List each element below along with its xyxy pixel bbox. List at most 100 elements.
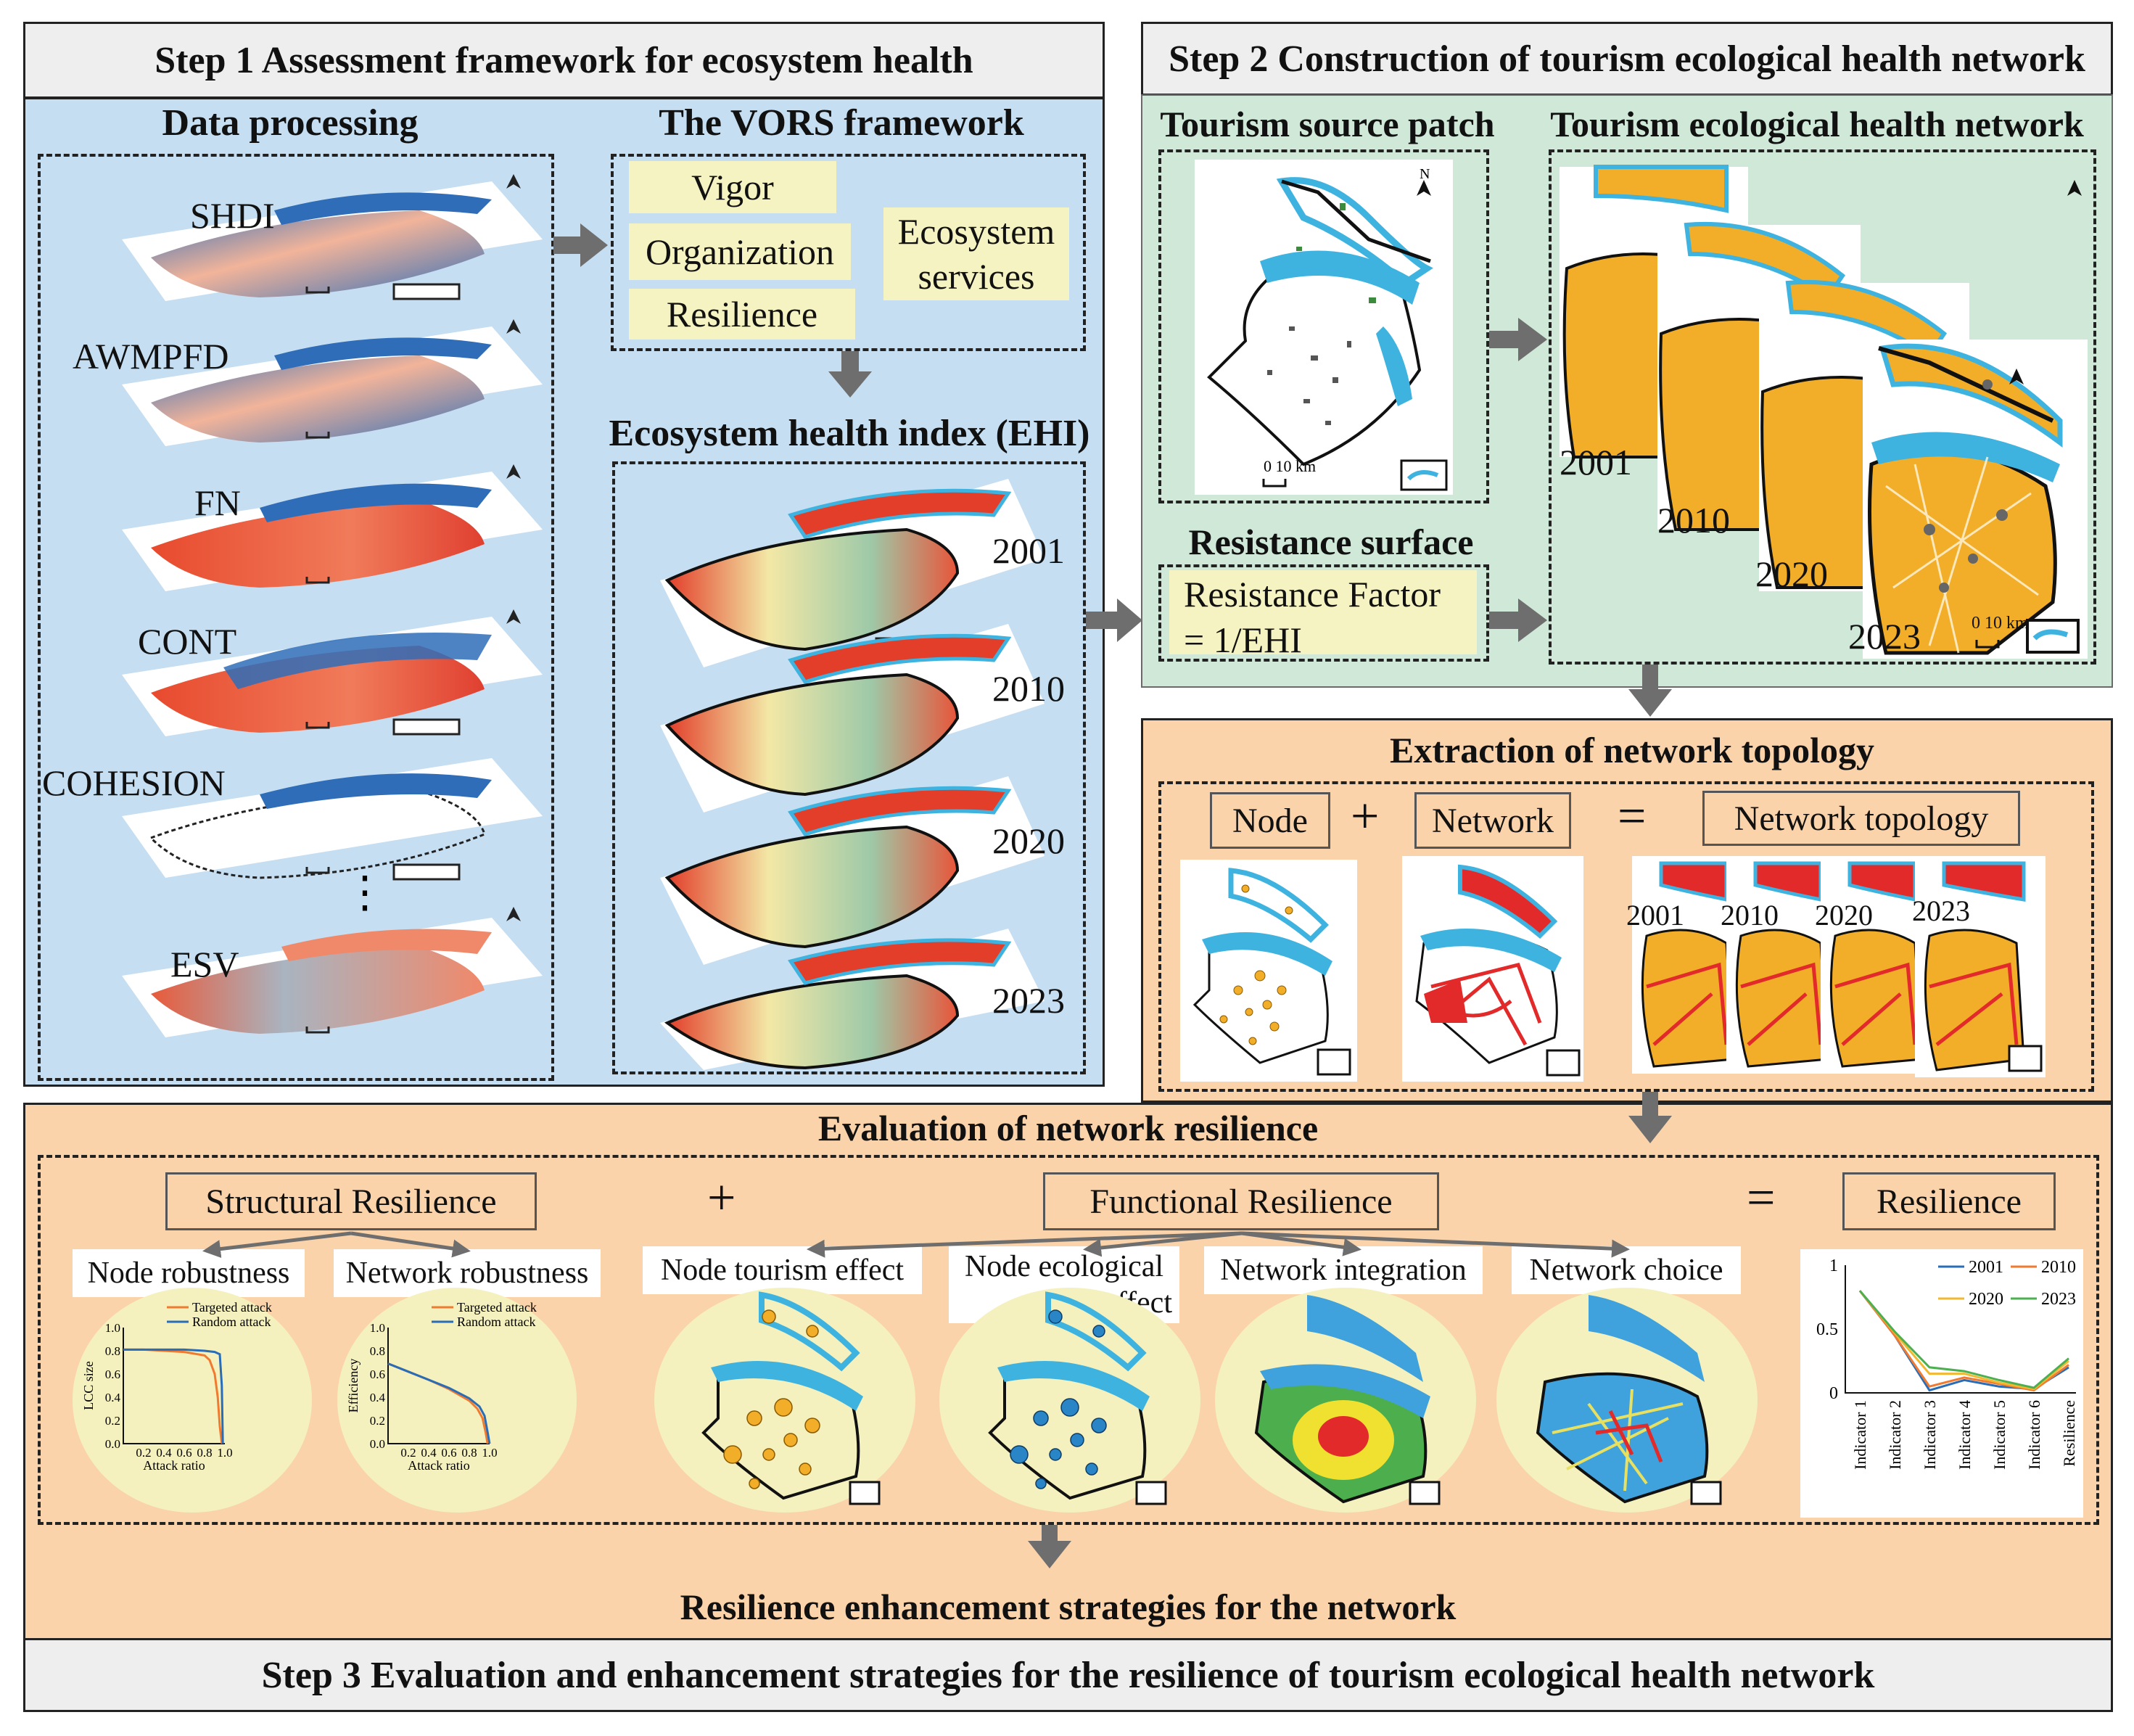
network-year-2010: 2010 <box>1657 500 1730 540</box>
x-tick-label: Indicator 3 <box>1921 1400 1939 1470</box>
topology-network-svg <box>1415 864 1581 1077</box>
x-axis-label: Attack ratio <box>143 1458 205 1473</box>
x-tick-label: Indicator 5 <box>1990 1400 2009 1470</box>
awmpfd-layer <box>122 326 543 446</box>
resistance-box <box>1158 564 1489 662</box>
network-choice-label: Network choice <box>1512 1246 1741 1294</box>
x-tick-label: Indicator 4 <box>1956 1400 1974 1470</box>
topology-year-2020: 2020 <box>1815 899 1873 931</box>
shdi-layer <box>122 181 543 301</box>
x-tick-label: 0.6 <box>176 1446 191 1460</box>
evaluation-title: Evaluation of network resilience <box>817 1108 1319 1148</box>
network-scale: 0 10 km <box>1972 614 2029 633</box>
node-ecological-line1: Node ecological <box>964 1249 1164 1283</box>
series-line <box>1858 1290 2069 1391</box>
source-patch-map: N 0 10 km <box>1207 166 1448 491</box>
split-arrows <box>202 1231 1630 1259</box>
resilience-box: Resilience <box>1842 1172 2056 1230</box>
ehi-year-2023: 2023 <box>992 980 1065 1021</box>
topology-plus: + <box>1351 789 1380 844</box>
layer-stack: ⋮ <box>122 174 543 1037</box>
x-tick-label: Indicator 6 <box>2025 1400 2043 1470</box>
source-patch-map-card: N 0 10 km <box>1195 160 1453 495</box>
topology-equals: = <box>1618 789 1647 844</box>
structural-resilience-box: Structural Resilience <box>165 1172 537 1230</box>
series-line <box>387 1362 489 1444</box>
network-year-2023: 2023 <box>1848 616 1921 657</box>
step1-title: Step 1 Assessment framework for ecosyste… <box>155 39 973 81</box>
vors-organization: Organization <box>629 223 851 280</box>
legend-label: 2020 <box>1969 1290 2003 1309</box>
cohesion-layer <box>122 758 543 879</box>
topology-result-box: Network topology <box>1702 791 2020 846</box>
x-tick-label: Indicator 2 <box>1886 1400 1904 1470</box>
x-tick-label: Indicator 1 <box>1851 1400 1869 1470</box>
ehi-map-2020 <box>660 776 1045 965</box>
vors-ecosystem-services: Ecosystem services <box>883 207 1069 300</box>
network-year-2001: 2001 <box>1560 442 1632 482</box>
series-line <box>1858 1290 2069 1392</box>
topology-map-2023 <box>1915 856 2046 1077</box>
x-tick-label: 0.2 <box>400 1446 416 1460</box>
step1-header: Step 1 Assessment framework for ecosyste… <box>23 22 1105 99</box>
series-line <box>123 1348 223 1444</box>
step3-equals: = <box>1747 1170 1776 1226</box>
network-year-2020: 2020 <box>1755 554 1828 594</box>
x-tick-label: 0.8 <box>197 1446 212 1460</box>
ehi-year-2010: 2010 <box>992 668 1065 709</box>
cont-layer <box>122 617 543 736</box>
series-line <box>1858 1290 2069 1389</box>
node-ecological-map <box>988 1291 1167 1505</box>
y-tick-label: 1.0 <box>105 1321 120 1335</box>
source-patch-box <box>1158 149 1489 503</box>
legend-label: 2023 <box>2041 1290 2076 1309</box>
vors-box <box>611 154 1086 351</box>
topology-title: Extraction of network topology <box>1390 730 1874 770</box>
network-stack <box>1560 165 2088 659</box>
layer-label-esv: ESV <box>170 944 239 984</box>
y-tick-label: 0.6 <box>105 1367 120 1381</box>
fn-layer <box>122 472 543 591</box>
network-map-2023 <box>1863 180 2088 659</box>
ehi-year-2020: 2020 <box>992 820 1065 861</box>
topology-year-2001: 2001 <box>1626 899 1684 931</box>
y-tick-label: 0 <box>1829 1384 1838 1403</box>
y-tick-label: 0.6 <box>370 1367 385 1381</box>
step2-header: Step 2 Construction of tourism ecologica… <box>1141 22 2113 96</box>
series-line <box>123 1348 224 1444</box>
chart-axes <box>123 1328 225 1444</box>
x-axis-label: Attack ratio <box>408 1458 469 1473</box>
layer-label-awmpfd: AWMPFD <box>73 336 229 377</box>
x-tick-label: 0.2 <box>136 1446 151 1460</box>
layer-label-cohesion: COHESION <box>42 762 226 803</box>
topology-box <box>1158 781 2094 1092</box>
step3-header: Step 3 Evaluation and enhancement strate… <box>23 1638 2113 1712</box>
network-box <box>1549 149 2096 665</box>
x-tick-label: 1.0 <box>217 1446 232 1460</box>
legend-label: Targeted attack <box>457 1300 537 1315</box>
topology-node-svg <box>1192 868 1351 1076</box>
topology-node-map <box>1180 860 1357 1082</box>
ehi-map-2001 <box>660 479 1045 667</box>
topology-map-2010 <box>1726 856 1835 1074</box>
functional-resilience-box: Functional Resilience <box>1043 1172 1439 1230</box>
source-patch-title: Tourism source patch <box>1160 104 1495 144</box>
ehi-map-2010 <box>660 624 1045 813</box>
chart-axes <box>387 1328 490 1444</box>
series-line <box>1858 1290 2069 1392</box>
step2-title: Step 2 Construction of tourism ecologica… <box>1169 38 2085 80</box>
layer-label-fn: FN <box>194 482 241 523</box>
topology-network-map <box>1402 856 1583 1082</box>
x-tick-label: 0.4 <box>421 1446 437 1460</box>
esv-layer <box>122 918 543 1037</box>
ehi-box <box>612 461 1086 1074</box>
network-choice-map <box>1536 1295 1722 1505</box>
ehi-map-2023 <box>660 929 1045 1070</box>
data-processing-title: Data processing <box>162 102 419 144</box>
evaluation-box <box>38 1155 2099 1525</box>
x-tick-label: Resilience <box>2060 1400 2078 1467</box>
y-tick-label: 1.0 <box>370 1321 385 1335</box>
network-integration-map <box>1254 1295 1441 1505</box>
